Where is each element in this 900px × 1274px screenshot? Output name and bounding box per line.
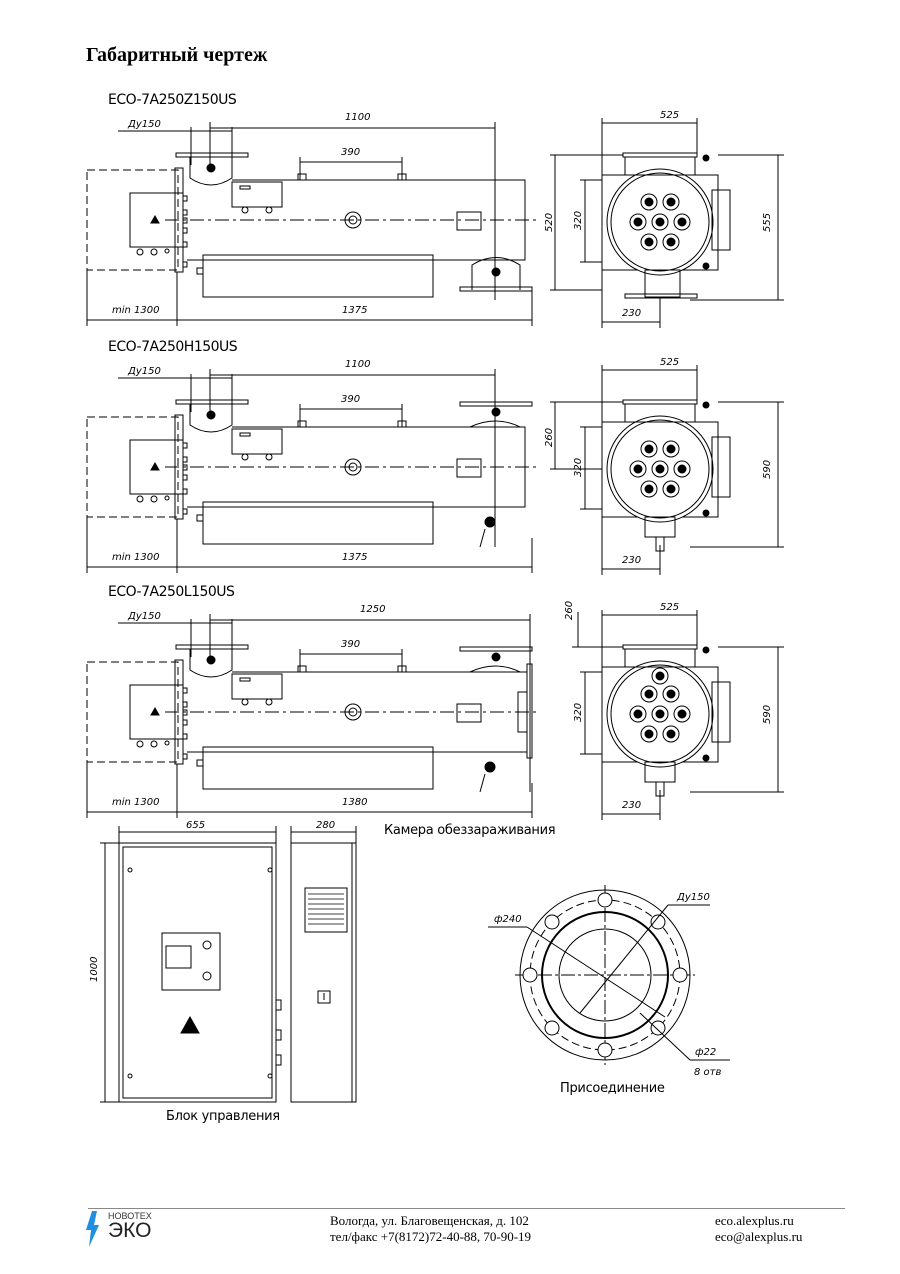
- lamp-port: [640, 480, 658, 498]
- dim-width-bottom: 230: [622, 800, 641, 811]
- lamp-port: [651, 213, 669, 231]
- dim-height-right: 590: [762, 705, 773, 724]
- page-title: Габаритный чертеж: [86, 44, 268, 66]
- dim-length: 1380: [342, 797, 367, 808]
- lamp-port: [662, 480, 680, 498]
- dim-height-left: 520: [544, 213, 555, 232]
- dn-label: Ду150: [127, 611, 161, 622]
- hole-label: ф22: [695, 1047, 716, 1058]
- unit-drawing-1: ECO-7A250Z150US Ду150 1100 390 min 1300 …: [86, 92, 784, 328]
- holes-count-label: 8 отв: [694, 1067, 721, 1078]
- footer-contacts: Вологда, ул. Благовещенская, д. 102 тел/…: [330, 1213, 531, 1245]
- dim-height-right: 555: [762, 213, 773, 232]
- bolt-hole: [597, 892, 613, 908]
- footer-site-link[interactable]: eco.alexplus.ru: [715, 1213, 794, 1228]
- pcd-label: ф240: [494, 914, 522, 925]
- dim-width-top: 525: [660, 357, 679, 368]
- dim-height-right: 590: [762, 460, 773, 479]
- lamp-port: [651, 705, 669, 723]
- bolt-hole: [544, 914, 560, 930]
- model-name: ECO-7A250H150US: [108, 339, 238, 355]
- unit-drawing-3: ECO-7A250L150US Ду150 1250 390 min 1300 …: [86, 584, 784, 820]
- dim-length: 1375: [342, 552, 367, 563]
- bolt-hole: [650, 1020, 666, 1036]
- lamp-port: [662, 233, 680, 251]
- dim-height-mid: 320: [573, 211, 584, 230]
- dim-lug-spacing: 390: [341, 394, 360, 405]
- dim-length-top: 1250: [360, 604, 385, 615]
- lightning-icon: [86, 1211, 99, 1247]
- dim-lug-spacing: 390: [341, 147, 360, 158]
- connection-flange: ф240 Ду150 ф22 8 отв Присоединение: [488, 885, 730, 1096]
- lamp-port: [629, 705, 647, 723]
- control-unit-label: Блок управления: [166, 1109, 280, 1124]
- lamp-port: [629, 213, 647, 231]
- lamp-port: [673, 460, 691, 478]
- bolt-hole: [522, 967, 538, 983]
- dn-label: Ду150: [127, 119, 161, 130]
- dn-label: Ду150: [127, 366, 161, 377]
- chamber-label: Камера обеззараживания: [384, 823, 555, 838]
- lamp-port: [640, 725, 658, 743]
- footer-email-link[interactable]: eco@alexplus.ru: [715, 1229, 803, 1244]
- logo: НОВОТЕХ ЭКО: [86, 1211, 166, 1247]
- footer-phone: тел/факс +7(8172)72-40-88, 70-90-19: [330, 1229, 532, 1244]
- dim-height-left: 260: [564, 601, 575, 620]
- dim-height-mid: 320: [573, 703, 584, 722]
- bolt-hole: [597, 1042, 613, 1058]
- dim-length-top: 1100: [345, 359, 370, 370]
- dim-width: 655: [186, 820, 205, 831]
- lamp-port: [651, 667, 669, 685]
- dim-width-bottom: 230: [622, 555, 641, 566]
- lamp-port: [640, 440, 658, 458]
- dn-label: Ду150: [676, 892, 710, 903]
- unit-drawing-2: ECO-7A250H150US Ду150 1100 390 min 1300 …: [86, 339, 784, 575]
- vent-grille: [308, 893, 344, 925]
- control-unit-side: 280: [275, 820, 357, 1103]
- lamp-port: [662, 193, 680, 211]
- warning-icon: [180, 1015, 200, 1034]
- dim-length-top: 1100: [345, 112, 370, 123]
- dim-width-top: 525: [660, 602, 679, 613]
- footer-divider: [88, 1208, 845, 1209]
- dim-width-bottom: 230: [622, 308, 641, 319]
- lamp-port: [640, 233, 658, 251]
- bolt-hole: [672, 967, 688, 983]
- lamp-port: [651, 460, 669, 478]
- model-name: ECO-7A250L150US: [108, 584, 235, 600]
- lamp-port: [662, 440, 680, 458]
- model-name: ECO-7A250Z150US: [108, 92, 237, 108]
- lamp-port: [640, 193, 658, 211]
- dim-height: 1000: [89, 957, 100, 982]
- dim-depth: 280: [316, 820, 335, 831]
- dim-min-clearance: min 1300: [112, 552, 160, 563]
- dim-height-left: 260: [544, 428, 555, 447]
- control-unit-front: 655 1000 Блок управления: [89, 820, 280, 1124]
- dim-lug-spacing: 390: [341, 639, 360, 650]
- lamp-port: [640, 685, 658, 703]
- dim-min-clearance: min 1300: [112, 797, 160, 808]
- dim-length: 1375: [342, 305, 367, 316]
- lamp-port: [629, 460, 647, 478]
- bolt-hole: [650, 914, 666, 930]
- logo-big-text: ЭКО: [108, 1219, 152, 1242]
- lamp-port: [662, 725, 680, 743]
- footer-address: Вологда, ул. Благовещенская, д. 102: [330, 1213, 529, 1228]
- dim-min-clearance: min 1300: [112, 305, 160, 316]
- lamp-port: [673, 213, 691, 231]
- bolt-hole: [544, 1020, 560, 1036]
- connection-label: Присоединение: [560, 1081, 665, 1096]
- lamp-port: [673, 705, 691, 723]
- dim-height-mid: 320: [573, 458, 584, 477]
- logo-small-text: НОВОТЕХ: [108, 1211, 152, 1221]
- lamp-port: [662, 685, 680, 703]
- dim-width-top: 525: [660, 110, 679, 121]
